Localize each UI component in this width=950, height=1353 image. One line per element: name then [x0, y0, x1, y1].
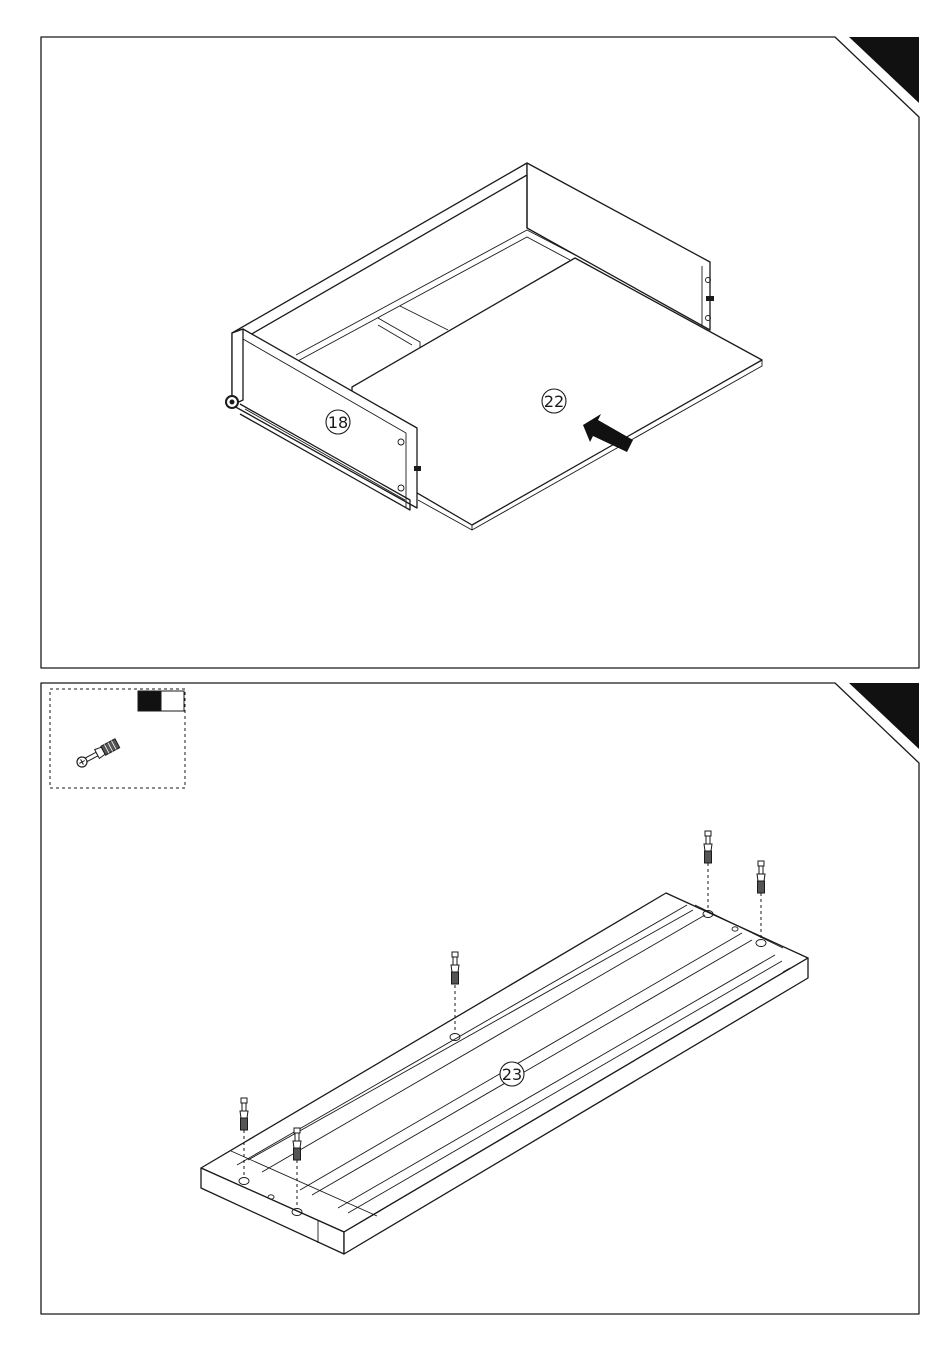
cam-bolt-near-1 [240, 1098, 248, 1130]
hardware-swatch-dark [138, 691, 161, 711]
step-2-frame [41, 683, 919, 1314]
cam-bolt-icon [75, 739, 119, 769]
left-side-panel-edge [232, 329, 243, 405]
part-label-22-text: 22 [544, 392, 564, 411]
hardware-callout [50, 689, 185, 788]
left-dowel-pin [414, 466, 421, 471]
frame-top-face [201, 893, 808, 1232]
frame-panel-23-illustration: 23 [201, 831, 808, 1254]
cam-bolt-middle [451, 952, 459, 984]
part-label-22: 22 [542, 389, 566, 413]
step-2-corner-tab [849, 683, 919, 749]
left-side-panel-18 [232, 329, 417, 508]
rail-line-4 [300, 933, 742, 1190]
step-1-corner-tab [849, 37, 919, 103]
right-dowel-pin [706, 296, 714, 301]
cam-bolt-near-2 [293, 1128, 301, 1160]
part-label-23-text: 23 [502, 1065, 522, 1084]
step-2-panel [41, 683, 919, 1314]
cross-rail-b [400, 306, 448, 330]
hardware-swatch-light [161, 691, 184, 711]
cam-bolt-far-1 [704, 831, 712, 863]
cam-bolt-far-2 [757, 861, 765, 893]
part-label-23: 23 [500, 1062, 524, 1086]
part-label-18: 18 [326, 410, 350, 434]
part-label-18-text: 18 [328, 413, 348, 432]
runner-wheel-hub [230, 400, 235, 405]
cross-rail-a [378, 318, 420, 349]
drawer-assembly-illustration: 18 22 [226, 163, 762, 530]
